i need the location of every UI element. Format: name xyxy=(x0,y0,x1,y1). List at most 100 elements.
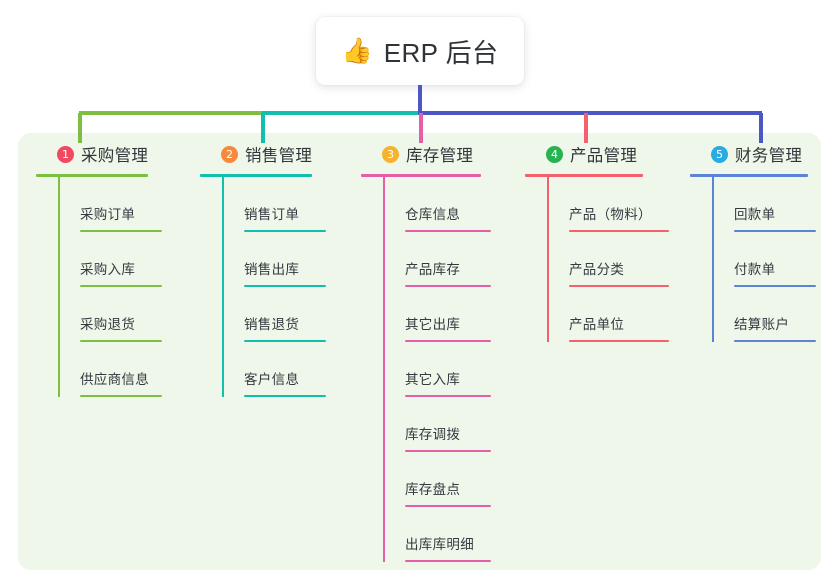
branch-item-label: 结算账户 xyxy=(734,317,790,332)
branch-header-rule xyxy=(200,174,312,177)
branch-spine xyxy=(547,177,549,342)
branch-item-rule xyxy=(244,285,326,287)
branch-spine xyxy=(58,177,60,397)
branch-item-rule xyxy=(405,340,491,342)
branch-number-badge: 3 xyxy=(382,145,399,163)
branch-item-rule xyxy=(244,340,326,342)
branch-item-label: 出库库明细 xyxy=(405,537,474,552)
branch-item[interactable]: 销售出库 xyxy=(222,232,326,287)
branch-item-rule xyxy=(569,230,669,232)
branch-item-label: 付款单 xyxy=(734,262,776,277)
branch-item-rule xyxy=(569,340,669,342)
branch-item[interactable]: 回款单 xyxy=(712,177,816,232)
branch-header-1[interactable]: 1 采购管理 xyxy=(36,141,162,167)
branch-item[interactable]: 销售订单 xyxy=(222,177,326,232)
branch-item-list: 仓库信息产品库存其它出库其它入库库存调拨库存盘点出库库明细 xyxy=(361,177,491,562)
branch-title: 销售管理 xyxy=(245,147,313,165)
branch-item-label: 采购入库 xyxy=(80,262,136,277)
root-node-title: ERP 后台 xyxy=(383,37,499,68)
branch-spine xyxy=(222,177,224,397)
branch-item[interactable]: 采购入库 xyxy=(58,232,162,287)
branch-item[interactable]: 付款单 xyxy=(712,232,816,287)
branch-item-label: 其它入库 xyxy=(405,372,461,387)
branch-item[interactable]: 产品单位 xyxy=(547,287,669,342)
branch-header-rule xyxy=(361,174,481,177)
branch-item[interactable]: 结算账户 xyxy=(712,287,816,342)
branch-header-5[interactable]: 5 财务管理 xyxy=(690,141,816,167)
branch-title: 产品管理 xyxy=(570,147,638,165)
branch-item-label: 产品（物料） xyxy=(569,207,652,222)
branch-header-rule xyxy=(525,174,643,177)
branch-title: 采购管理 xyxy=(81,147,149,165)
branch-item-rule xyxy=(569,285,669,287)
branch-item-label: 库存盘点 xyxy=(405,482,461,497)
branch-item-rule xyxy=(405,505,491,507)
branch-item-label: 供应商信息 xyxy=(80,372,149,387)
branch-item[interactable]: 出库库明细 xyxy=(383,507,491,562)
branch-item-rule xyxy=(80,230,162,232)
branch-item[interactable]: 库存调拨 xyxy=(383,397,491,452)
branch-item-rule xyxy=(734,285,816,287)
branch-item[interactable]: 仓库信息 xyxy=(383,177,491,232)
branch-item-label: 回款单 xyxy=(734,207,776,222)
branch-item-rule xyxy=(405,285,491,287)
branch-item-list: 产品（物料） 产品分类产品单位 xyxy=(525,177,669,342)
branch-item-label: 客户信息 xyxy=(244,372,300,387)
branch-item-rule xyxy=(244,230,326,232)
branch-header-rule xyxy=(36,174,148,177)
branch-header-2[interactable]: 2 销售管理 xyxy=(200,141,326,167)
branch-item-label: 产品分类 xyxy=(569,262,625,277)
branch-item[interactable]: 产品库存 xyxy=(383,232,491,287)
branch-item-list: 销售订单销售出库销售退货客户信息 xyxy=(200,177,326,397)
branch-item[interactable]: 供应商信息 xyxy=(58,342,162,397)
branch-item-label: 销售退货 xyxy=(244,317,300,332)
branch-item[interactable]: 库存盘点 xyxy=(383,452,491,507)
branch-column-1: 1 采购管理采购订单采购入库采购退货供应商信息 xyxy=(36,141,162,397)
branch-title: 财务管理 xyxy=(735,147,803,165)
branch-item-rule xyxy=(405,450,491,452)
branch-item-label: 销售订单 xyxy=(244,207,300,222)
branch-item-label: 销售出库 xyxy=(244,262,300,277)
branch-item[interactable]: 其它出库 xyxy=(383,287,491,342)
branch-header-3[interactable]: 3 库存管理 xyxy=(361,141,491,167)
branch-item-list: 回款单付款单结算账户 xyxy=(690,177,816,342)
branch-item-rule xyxy=(80,340,162,342)
branch-number-badge: 1 xyxy=(57,145,74,163)
branch-item-rule xyxy=(405,560,491,562)
branch-item[interactable]: 产品（物料） xyxy=(547,177,669,232)
root-node[interactable]: 👍 ERP 后台 xyxy=(316,17,524,85)
branch-number-badge: 2 xyxy=(221,145,238,163)
branch-item-label: 产品单位 xyxy=(569,317,625,332)
branch-header-4[interactable]: 4 产品管理 xyxy=(525,141,669,167)
branch-item-rule xyxy=(80,285,162,287)
thumbs-up-icon: 👍 xyxy=(341,36,373,65)
branch-number-badge: 4 xyxy=(546,145,563,163)
branch-title: 库存管理 xyxy=(406,147,474,165)
branch-number-badge: 5 xyxy=(711,145,728,163)
branch-item-rule xyxy=(80,395,162,397)
branch-item[interactable]: 采购退货 xyxy=(58,287,162,342)
branch-item-rule xyxy=(244,395,326,397)
branch-column-2: 2 销售管理销售订单销售出库销售退货客户信息 xyxy=(200,141,326,397)
branch-column-3: 3 库存管理仓库信息产品库存其它出库其它入库库存调拨库存盘点出库库明细 xyxy=(361,141,491,562)
branch-item-rule xyxy=(405,395,491,397)
branch-column-5: 5 财务管理回款单付款单结算账户 xyxy=(690,141,816,342)
branch-item-rule xyxy=(734,340,816,342)
branch-header-rule xyxy=(690,174,808,177)
branch-spine xyxy=(712,177,714,342)
branch-item-label: 采购订单 xyxy=(80,207,136,222)
branch-item-label: 采购退货 xyxy=(80,317,136,332)
branch-item[interactable]: 销售退货 xyxy=(222,287,326,342)
branch-item-label: 仓库信息 xyxy=(405,207,461,222)
branches-panel xyxy=(18,133,821,570)
branch-spine xyxy=(383,177,385,562)
branch-item-rule xyxy=(734,230,816,232)
branch-item[interactable]: 客户信息 xyxy=(222,342,326,397)
branch-item-label: 库存调拨 xyxy=(405,427,461,442)
branch-item-label: 其它出库 xyxy=(405,317,461,332)
branch-item[interactable]: 采购订单 xyxy=(58,177,162,232)
branch-item-list: 采购订单采购入库采购退货供应商信息 xyxy=(36,177,162,397)
branch-item[interactable]: 其它入库 xyxy=(383,342,491,397)
branch-item[interactable]: 产品分类 xyxy=(547,232,669,287)
